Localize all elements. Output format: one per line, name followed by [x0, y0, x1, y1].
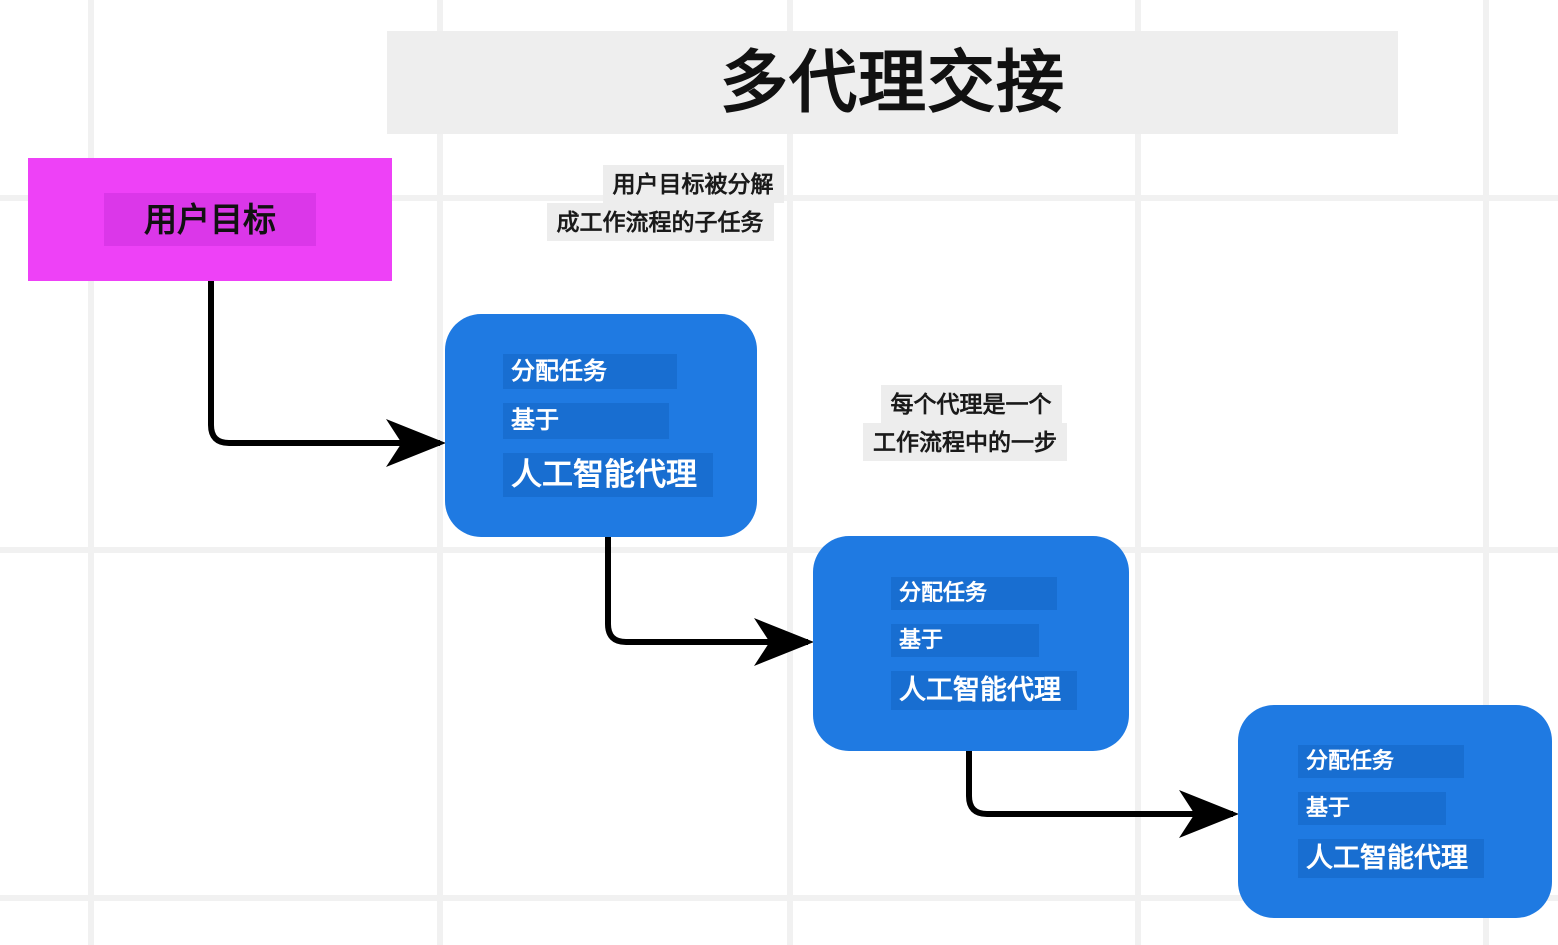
annotation-line: 用户目标被分解: [420, 165, 900, 203]
grid-line-vertical: [787, 0, 793, 945]
annotation-agent-step-line-1: 每个代理是一个: [880, 385, 1062, 423]
annotation-agent-step: 每个代理是一个 工作流程中的一步: [805, 385, 1125, 461]
node-user-goal-label: 用户目标: [104, 192, 316, 247]
node-ai-agent-2-line-1: 分配任务: [891, 577, 1058, 610]
annotation-line: 工作流程中的一步: [805, 423, 1125, 461]
slide-title-band: 多代理交接: [387, 31, 1398, 134]
annotation-line: 成工作流程的子任务: [420, 203, 900, 241]
annotation-decompose: 用户目标被分解 成工作流程的子任务: [420, 165, 900, 241]
grid-line-vertical: [1135, 0, 1141, 945]
node-ai-agent-2[interactable]: 分配任务 基于 人工智能代理: [813, 536, 1129, 751]
node-ai-agent-3[interactable]: 分配任务 基于 人工智能代理: [1238, 705, 1552, 918]
connector-agent-1-to-agent-2: [605, 537, 814, 666]
node-ai-agent-3-line-3: 人工智能代理: [1298, 838, 1484, 878]
page-title: 多代理交接: [719, 44, 1065, 121]
connector-goal-to-agent-1: [208, 281, 446, 467]
annotation-line: 每个代理是一个: [805, 385, 1125, 423]
node-ai-agent-3-line-2: 基于: [1298, 791, 1447, 825]
grid-line-vertical: [437, 0, 443, 945]
node-ai-agent-3-line-1: 分配任务: [1298, 745, 1465, 778]
node-user-goal[interactable]: 用户目标: [28, 158, 392, 281]
annotation-agent-step-line-2: 工作流程中的一步: [863, 423, 1067, 461]
connector-agent-2-to-agent-3: [966, 751, 1239, 838]
node-ai-agent-1-line-1: 分配任务: [503, 354, 677, 390]
grid-line-vertical: [88, 0, 94, 945]
node-ai-agent-1[interactable]: 分配任务 基于 人工智能代理: [445, 314, 757, 537]
annotation-decompose-line-2: 成工作流程的子任务: [546, 203, 774, 241]
node-ai-agent-1-line-3: 人工智能代理: [503, 452, 713, 497]
node-ai-agent-2-line-2: 基于: [891, 623, 1040, 657]
grid-line-horizontal: [0, 547, 1558, 553]
node-ai-agent-1-line-2: 基于: [503, 403, 669, 439]
annotation-decompose-line-1: 用户目标被分解: [602, 165, 784, 203]
node-ai-agent-2-line-3: 人工智能代理: [891, 670, 1077, 710]
